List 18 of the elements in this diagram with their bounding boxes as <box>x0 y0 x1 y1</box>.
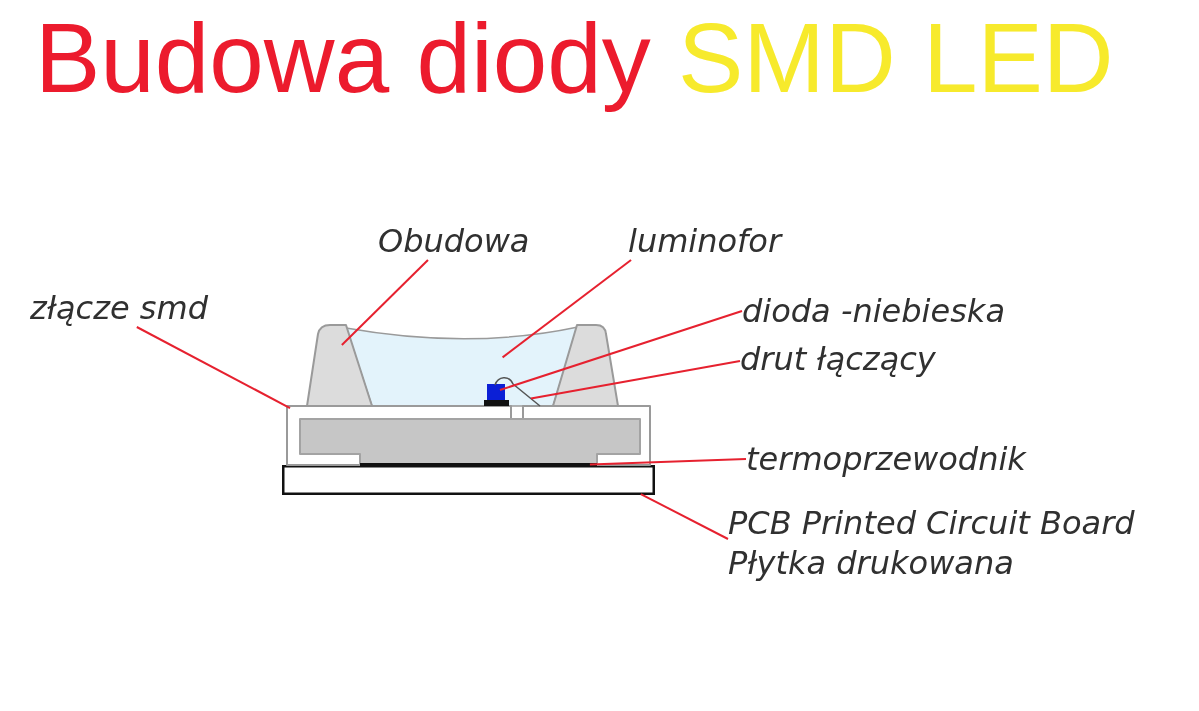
housing <box>305 323 620 408</box>
part-label: Obudowa <box>378 222 530 260</box>
leader-line <box>529 359 741 400</box>
title: Budowa diody SMD LED <box>35 9 1114 115</box>
part-label: termoprzewodnik <box>746 440 1026 478</box>
part-label: dioda -niebieska <box>742 292 1005 330</box>
leader-line <box>340 259 429 346</box>
lead-frame <box>286 405 651 466</box>
part-label: PCB Printed Circuit Board <box>728 503 1135 543</box>
circuit-board <box>282 465 655 495</box>
leader-line <box>498 310 743 391</box>
part-label: drut łączący <box>740 340 936 378</box>
part-label: złącze smd <box>30 289 208 327</box>
part-label: Płytka drukowana <box>728 543 1015 583</box>
leader-line <box>639 493 729 540</box>
part-label: luminofor <box>628 222 782 260</box>
leader-line <box>501 259 633 359</box>
leader-line <box>135 326 291 410</box>
